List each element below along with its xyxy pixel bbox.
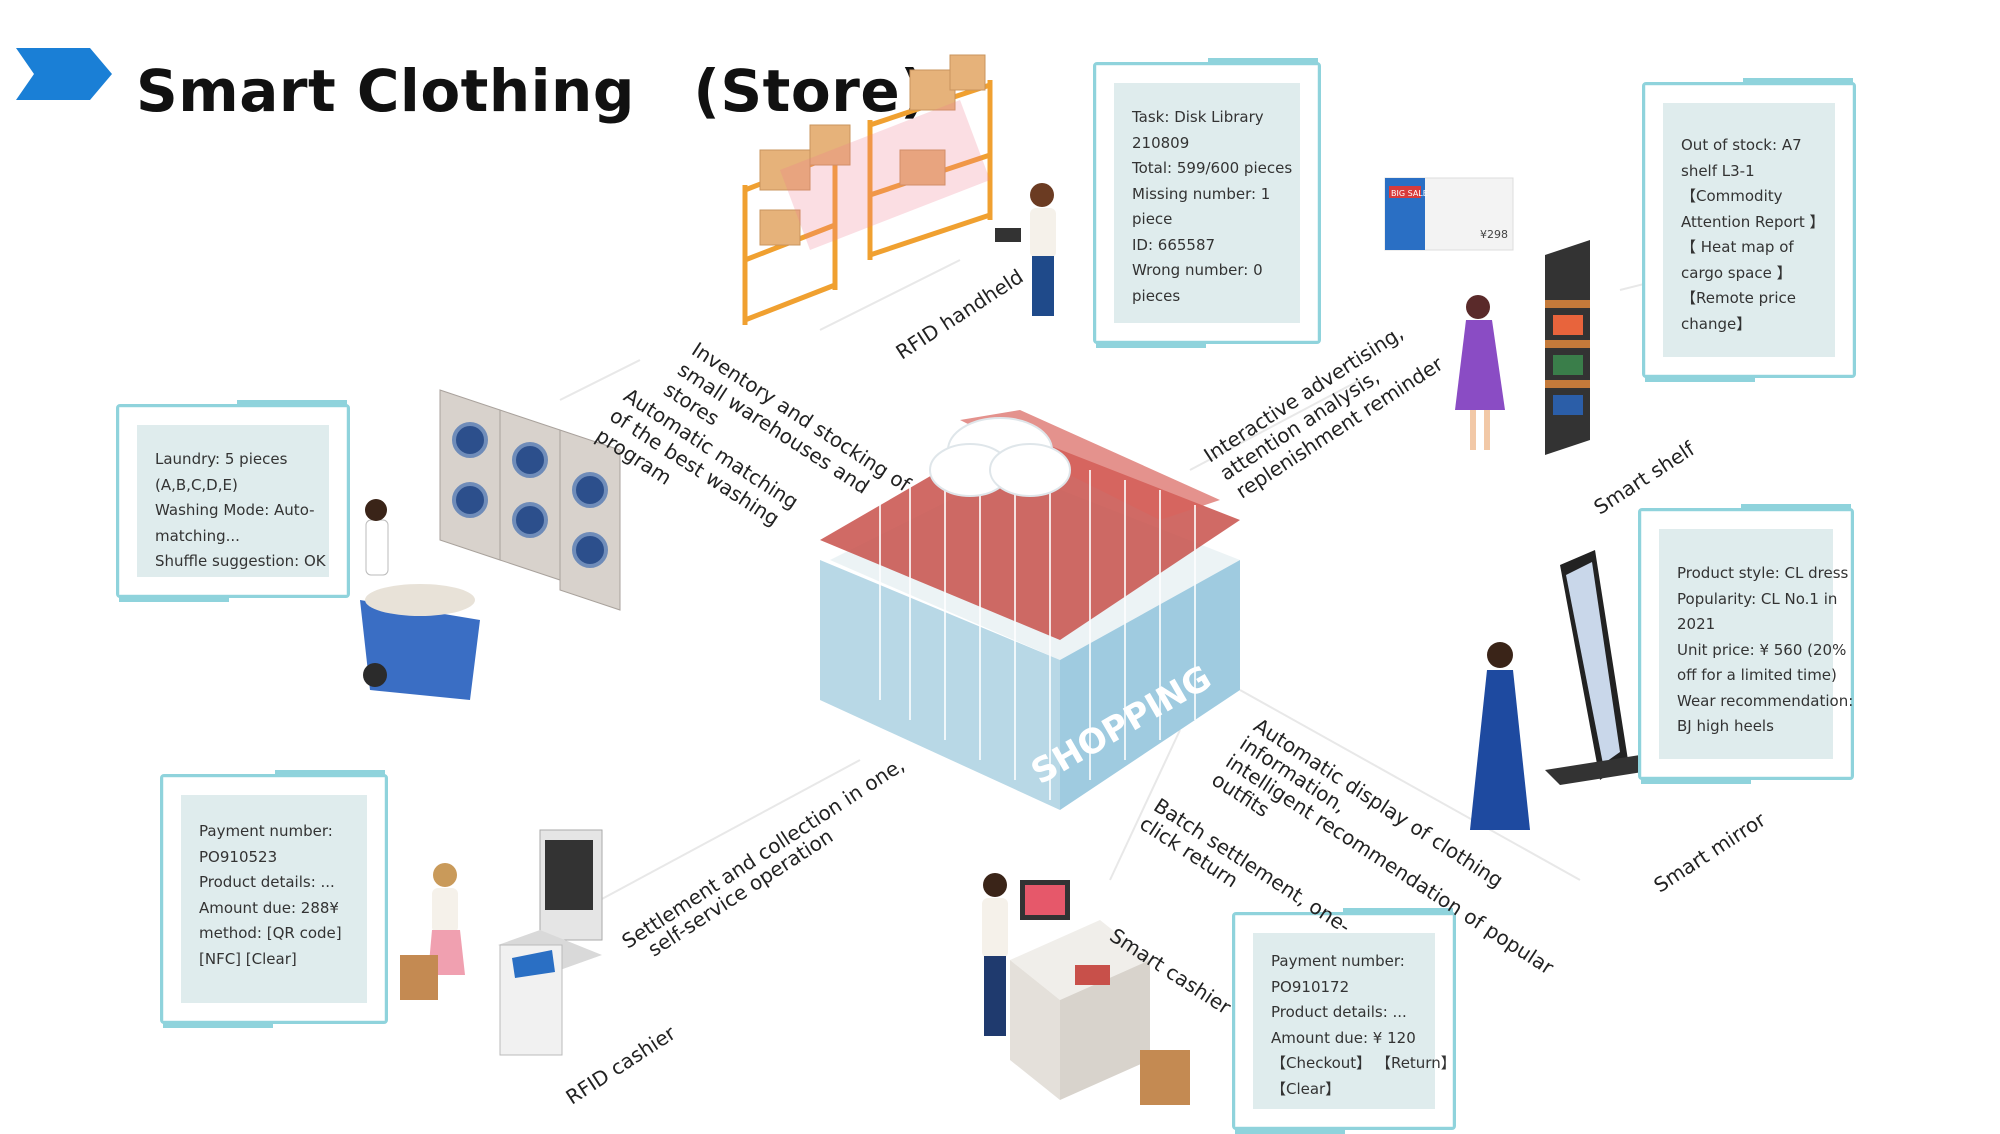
card-line: piece: [1132, 210, 1173, 228]
card-line: cargo space 】: [1681, 263, 1792, 282]
card-line: Wear recommendation:: [1677, 691, 1854, 710]
card-line: PO910172: [1271, 977, 1350, 996]
card-line: Product details: ...: [1271, 1003, 1407, 1021]
card-line: 【Commodity: [1681, 187, 1783, 205]
card-line: Washing Mode: Auto-: [155, 501, 315, 519]
card-line: Total: 599/600 pieces: [1132, 159, 1293, 177]
card-line: Task: Disk Library: [1132, 108, 1264, 126]
person-handheld-icon: [995, 183, 1056, 316]
sale-advert-icon: [1384, 177, 1514, 251]
smart-cashier-info-card: Payment number: PO910172 Product details…: [1232, 908, 1456, 1134]
page-title: Smart Clothing (Store): [136, 57, 928, 125]
washing-machines-icon: [439, 389, 621, 611]
sale-badge: BIG SALE: [1391, 189, 1428, 198]
smart-mirror-icon: [1545, 550, 1655, 785]
price-tag: ¥298: [1480, 228, 1508, 241]
card-line: ID: 665587: [1132, 235, 1216, 254]
card-line: pieces: [1132, 286, 1181, 305]
card-line: off for a limited time): [1677, 666, 1837, 684]
card-line: shelf L3-1: [1681, 161, 1755, 180]
card-line: change】: [1681, 314, 1752, 333]
card-line: Shuffle suggestion: OK: [155, 552, 326, 570]
card-line: [NFC] [Clear]: [199, 949, 297, 968]
card-line: matching...: [155, 526, 240, 545]
rfid-cashier-info-card: Payment number: PO910523 Product details…: [160, 770, 388, 1028]
card-line: Out of stock: A7: [1681, 136, 1802, 154]
card-line: Product details: ...: [199, 873, 335, 891]
card-line: Laundry: 5 pieces: [155, 450, 288, 468]
card-line: Amount due: ¥ 120: [1271, 1028, 1416, 1047]
laundry-cart-icon: [360, 499, 480, 700]
smart-cashier-counter-icon: [1010, 880, 1190, 1105]
card-line: 2021: [1677, 615, 1716, 633]
title-chevron-icon: [16, 48, 112, 100]
card-line: 【 Heat map of: [1681, 238, 1794, 256]
inventory-info-card: Task: Disk Library 210809 Total: 599/600…: [1093, 58, 1321, 348]
card-line: PO910523: [199, 847, 278, 866]
card-line: Amount due: 288¥: [199, 898, 339, 917]
mirror-info-card: Product style: CL dress Popularity: CL N…: [1638, 504, 1854, 784]
rfid-kiosk-icon: [498, 829, 603, 1056]
card-line: 【Clear】: [1271, 1079, 1341, 1098]
card-line: Missing number: 1: [1132, 184, 1271, 203]
person-cashier-icon: [982, 873, 1008, 1036]
card-line: 【Remote price: [1681, 289, 1796, 307]
card-line: Payment number:: [1271, 952, 1405, 970]
card-line: 210809: [1132, 133, 1190, 152]
card-line: (A,B,C,D,E): [155, 475, 238, 494]
laundry-info-card: Laundry: 5 pieces (A,B,C,D,E) Washing Mo…: [116, 400, 350, 602]
card-line: Product style: CL dress: [1677, 564, 1849, 582]
smart-shelf-icon: [1545, 240, 1590, 455]
card-line: Payment number:: [199, 822, 333, 840]
card-line: Popularity: CL No.1 in: [1677, 589, 1838, 608]
card-line: Wrong number: 0: [1132, 261, 1263, 279]
card-line: BJ high heels: [1677, 717, 1774, 735]
person-shopper-icon: [1455, 295, 1505, 450]
person-dress-icon: [1470, 642, 1530, 830]
person-customer-icon: [400, 863, 465, 1000]
store-building: [820, 410, 1240, 810]
card-line: Attention Report 】: [1681, 212, 1825, 231]
shelf-info-card: Out of stock: A7 shelf L3-1 【Commodity A…: [1642, 78, 1856, 382]
cloud-icon: [929, 417, 1071, 497]
card-line: method: [QR code]: [199, 924, 342, 942]
card-line: Unit price: ¥ 560 (20%: [1677, 640, 1847, 659]
card-line: 【Checkout】 【Return】: [1271, 1054, 1456, 1072]
warehouse-shelves-icon: [742, 54, 993, 325]
